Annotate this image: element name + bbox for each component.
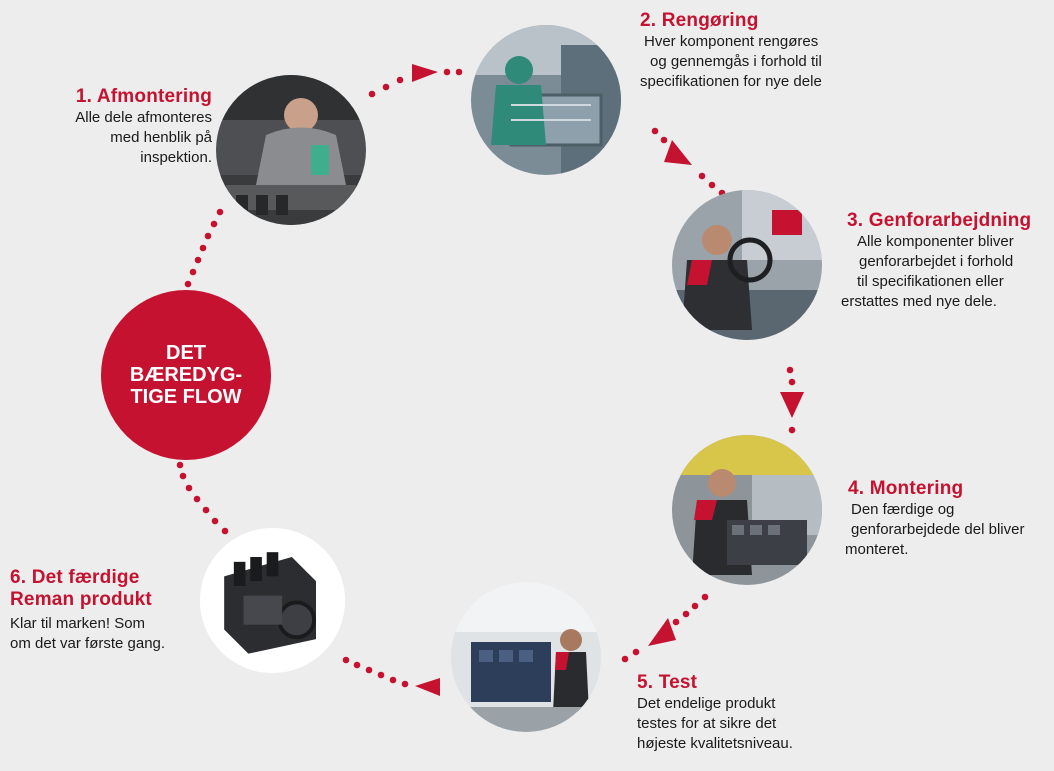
step-5-desc-line: testes for at sikre det	[637, 715, 777, 732]
worker-cleaning-parts-photo	[471, 25, 621, 175]
step-4-desc-line: Den færdige og	[851, 501, 955, 518]
step-1-desc-line: Alle dele afmonteres	[75, 109, 212, 126]
worker-disassembling-engine-photo	[216, 75, 366, 225]
arrowhead-icon	[664, 140, 692, 165]
step-4-title: 4. Montering	[848, 478, 964, 499]
step-2-title: 2. Rengøring	[640, 10, 759, 31]
step-4-desc-line: genforarbejdede del bliver	[851, 521, 1025, 538]
arrowhead-icon	[648, 618, 676, 646]
step-1-label: 1. Afmontering Alle dele afmonteres med …	[40, 86, 212, 168]
connector-1-2	[368, 64, 463, 98]
step-3-desc-line: erstattes med nye dele.	[841, 293, 997, 310]
step-3-label: 3. Genforarbejdning Alle komponenter bli…	[841, 210, 1052, 312]
step-2-desc-line: specifikationen for nye dele	[640, 73, 822, 90]
step-1-desc-line: inspektion.	[140, 149, 212, 166]
remanufactured-engine-photo	[200, 528, 345, 673]
arrowhead-icon	[412, 64, 438, 82]
step-5-label: 5. Test Det endelige produkt testes for …	[637, 672, 837, 754]
step-3-title: 3. Genforarbejdning	[847, 210, 1032, 231]
step-3-desc-line: til specifikationen eller	[857, 273, 1004, 290]
step-4-label: 4. Montering Den færdige og genforarbejd…	[845, 478, 1050, 560]
step-4-desc-line: monteret.	[845, 541, 909, 558]
step-6-label: 6. Det færdige Reman produkt Klar til ma…	[10, 567, 200, 654]
engine-testing-photo	[451, 582, 601, 732]
worker-assembling-engine-photo	[672, 435, 822, 585]
center-flow-badge: DET BÆREDYG-TIGE FLOW	[101, 290, 271, 460]
worker-reworking-component-photo	[672, 190, 822, 340]
step-3-desc-line: genforarbejdet i forhold	[859, 253, 1014, 270]
step-2-desc-line: Hver komponent rengøres	[644, 33, 819, 50]
center-flow-label: DET BÆREDYG-TIGE FLOW	[129, 342, 243, 408]
arrowhead-icon	[780, 392, 804, 418]
step-6-desc-line: Klar til marken! Som	[10, 615, 146, 632]
connector-6-center	[176, 461, 229, 535]
step-5-desc-line: højeste kvalitetsniveau.	[637, 735, 793, 752]
connector-center-1	[184, 208, 224, 288]
step-1-desc-line: med henblik på	[110, 129, 212, 146]
step-6-title-line: 6. Det færdige	[10, 567, 140, 588]
connector-5-6	[342, 656, 440, 696]
connector-3-4	[780, 366, 804, 434]
step-5-title: 5. Test	[637, 672, 698, 693]
step-6-title-line: Reman produkt	[10, 589, 152, 610]
step-3-desc-line: Alle komponenter bliver	[857, 233, 1014, 250]
arrowhead-icon	[415, 678, 440, 696]
connector-4-5	[621, 593, 709, 663]
step-2-label: 2. Rengøring Hver komponent rengøres og …	[640, 10, 880, 92]
step-1-title: 1. Afmontering	[75, 86, 212, 107]
step-6-desc-line: om det var første gang.	[10, 635, 166, 652]
step-2-desc-line: og gennemgås i forhold til	[650, 53, 822, 70]
step-5-desc-line: Det endelige produkt	[637, 695, 776, 712]
